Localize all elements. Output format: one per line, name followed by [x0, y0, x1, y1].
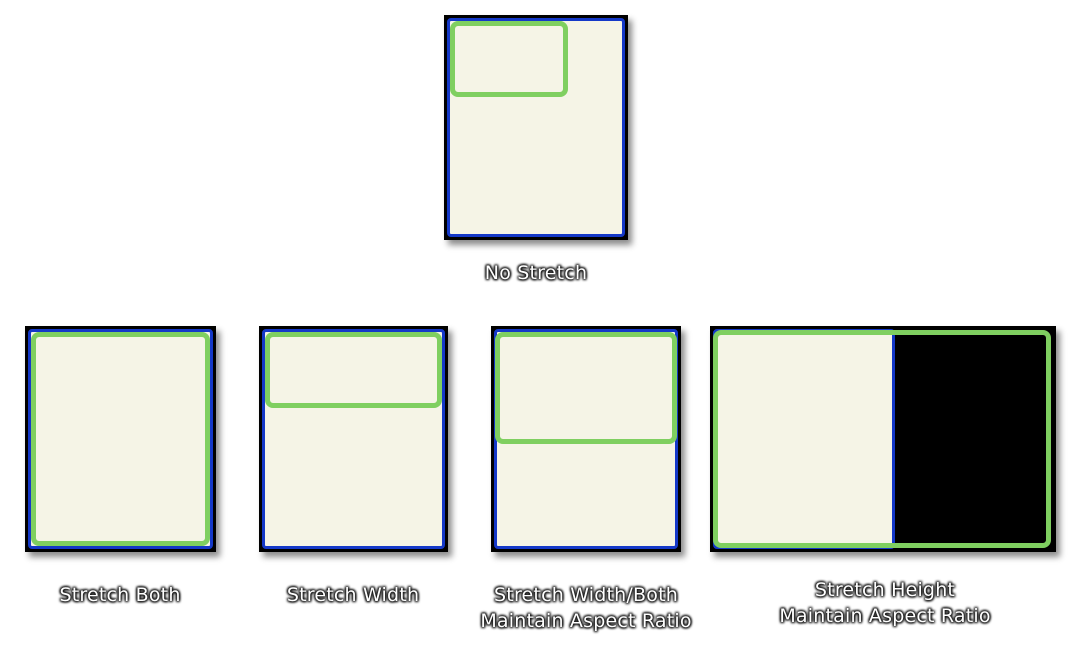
no-stretch-image — [450, 21, 568, 97]
stretch-width-image — [265, 332, 442, 408]
stretch-both-label: Stretch Both — [59, 584, 181, 606]
stretch-height-aspect-label: Stretch Height Maintain Aspect Ratio — [779, 579, 991, 627]
stretch-width-label: Stretch Width — [286, 584, 420, 606]
stretch-both-image — [31, 332, 210, 546]
stretch-width-both-aspect-label: Stretch Width/Both Maintain Aspect Ratio — [480, 584, 692, 632]
no-stretch-frame — [444, 15, 628, 240]
stretch-width-both-aspect-image — [495, 332, 677, 444]
stretch-width-both-aspect-frame — [491, 326, 681, 552]
stretch-height-aspect-frame — [710, 326, 1056, 552]
no-stretch-label: No Stretch — [484, 262, 588, 284]
stretch-both-frame — [25, 326, 216, 552]
stretch-width-frame — [259, 326, 448, 552]
stretch-height-aspect-image — [713, 330, 1051, 548]
